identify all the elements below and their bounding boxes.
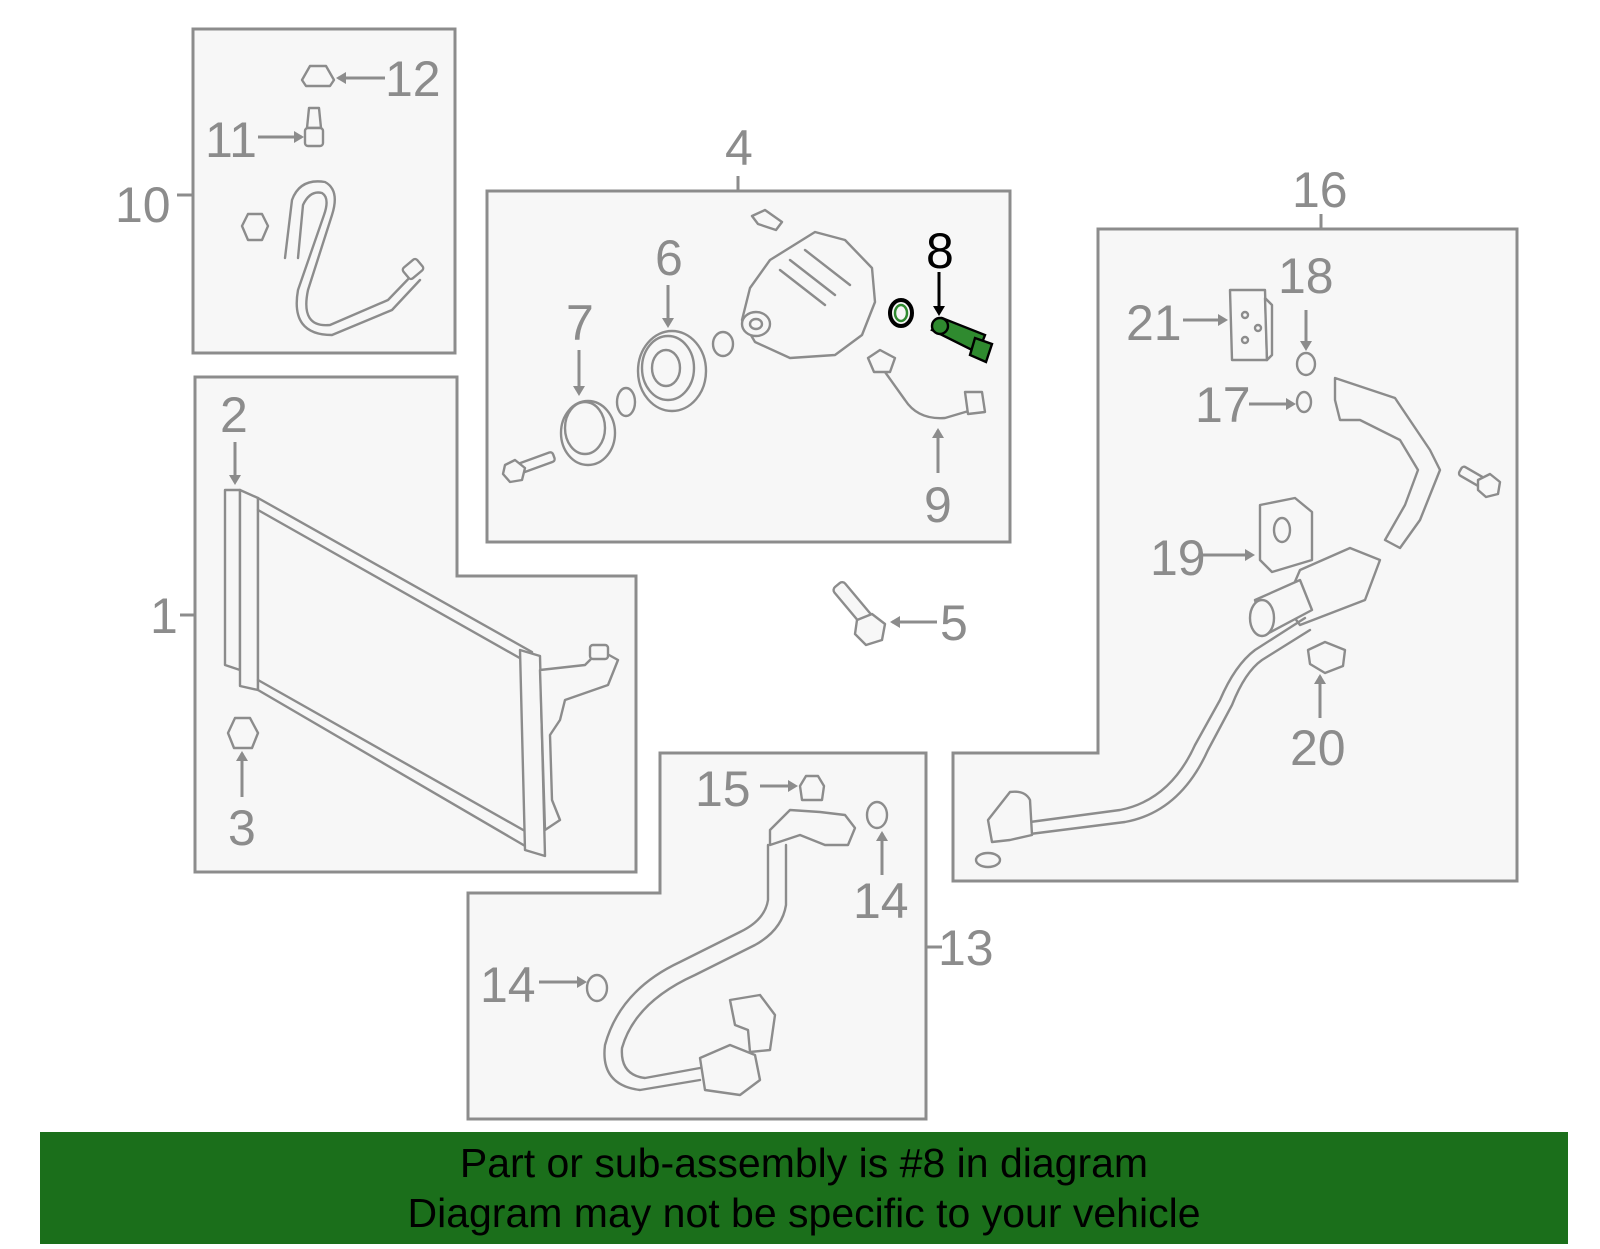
oring-18 <box>1295 351 1317 377</box>
callout-13: 13 <box>938 920 994 976</box>
callout-20: 20 <box>1290 720 1346 776</box>
callout-4: 4 <box>725 120 753 176</box>
oring-17 <box>1295 390 1313 414</box>
pressure-sensor-8 <box>930 316 994 364</box>
group-box-13 <box>466 751 928 1121</box>
hose-16 <box>974 376 1442 869</box>
hose-10 <box>283 180 425 337</box>
bolt-5 <box>832 581 887 647</box>
washer-7 <box>615 386 637 418</box>
sensor-20 <box>1306 640 1347 675</box>
callout-14-left: 14 <box>480 957 536 1013</box>
callout-21: 21 <box>1126 295 1182 351</box>
callout-16: 16 <box>1292 162 1348 218</box>
callout-12: 12 <box>385 51 441 107</box>
callout-8: 8 <box>926 223 954 279</box>
cap-15 <box>798 774 826 802</box>
callout-2: 2 <box>220 387 248 443</box>
oring-14-left <box>585 973 609 1003</box>
condenser-1 <box>223 488 620 858</box>
callout-3: 3 <box>228 800 256 856</box>
callout-17: 17 <box>1195 377 1251 433</box>
callout-15: 15 <box>695 761 751 817</box>
mount-3 <box>226 716 260 750</box>
arrowheads <box>229 72 1326 988</box>
banner-line-1: Part or sub-assembly is #8 in diagram <box>459 1140 1149 1186</box>
callout-10: 10 <box>115 177 171 233</box>
hose-13 <box>603 808 857 1097</box>
spacer-6 <box>711 330 735 358</box>
hub-7 <box>559 399 617 467</box>
block-19 <box>1258 496 1314 574</box>
pulley-6 <box>636 329 708 413</box>
oring-8 <box>888 298 914 328</box>
bolt-left <box>501 451 556 484</box>
callout-7: 7 <box>566 295 594 351</box>
callout-1: 1 <box>150 588 178 644</box>
expansion-valve-21 <box>1228 288 1274 362</box>
info-banner: Part or sub-assembly is #8 in diagram Di… <box>40 1132 1568 1244</box>
callout-5: 5 <box>940 595 968 651</box>
callout-18: 18 <box>1278 248 1334 304</box>
group-box-4 <box>485 189 1012 544</box>
clip-top <box>750 208 784 232</box>
cap-12 <box>300 64 336 88</box>
cap-small <box>240 212 270 242</box>
arrowhead-8 <box>933 306 945 316</box>
callout-9: 9 <box>924 477 952 533</box>
pressure-switch-11 <box>303 106 325 148</box>
callout-11: 11 <box>205 112 257 168</box>
banner-line-2: Diagram may not be specific to your vehi… <box>407 1190 1201 1236</box>
callout-19: 19 <box>1150 530 1206 586</box>
wire-harness-9 <box>866 348 987 420</box>
callout-6: 6 <box>655 230 683 286</box>
callout-14-right: 14 <box>853 873 909 929</box>
compressor-4 <box>740 230 877 360</box>
oring-14-right <box>865 800 889 830</box>
bolt-right <box>1457 465 1502 499</box>
